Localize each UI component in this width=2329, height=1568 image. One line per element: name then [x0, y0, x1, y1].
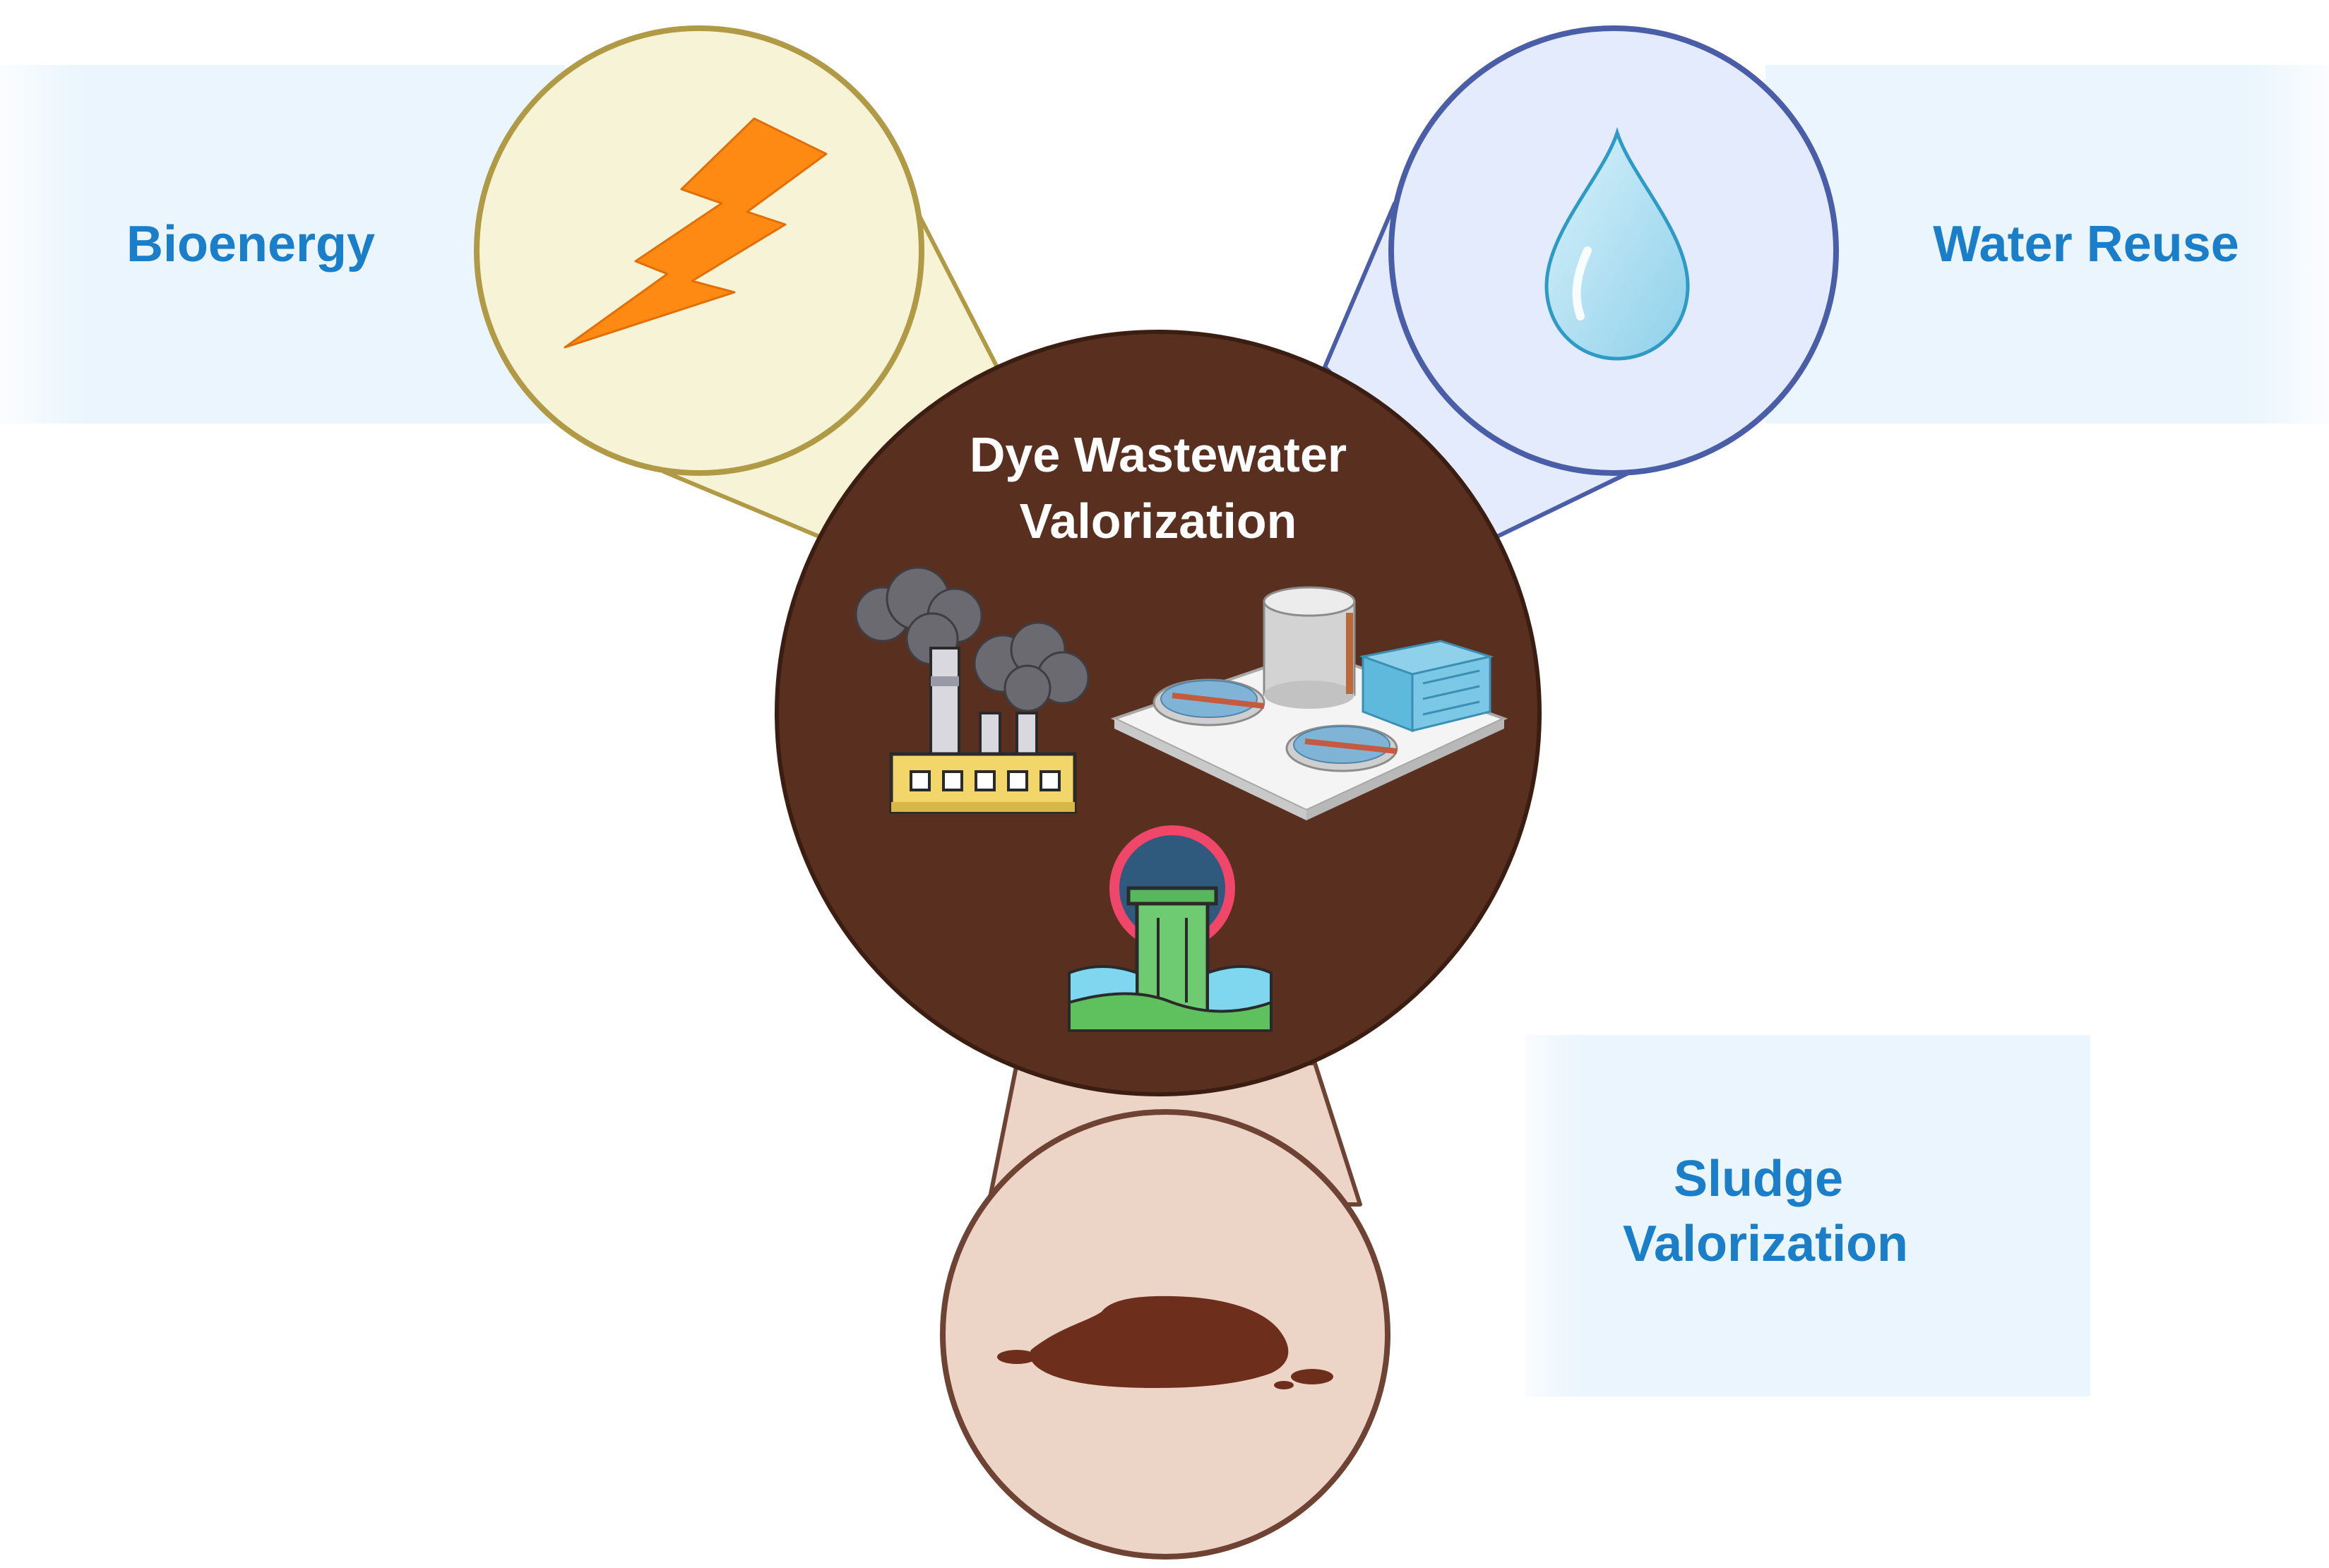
sludge-label-line1: Sludge — [1674, 1151, 1843, 1207]
sludge-puddle-icon — [997, 1295, 1333, 1389]
center-title-line2: Valorization — [1020, 493, 1297, 549]
lightning-bolt-icon — [564, 117, 828, 349]
water-drop-icon — [1544, 126, 1690, 361]
outfall-pipe-icon — [1068, 825, 1273, 1032]
bioenergy-label-band — [0, 65, 565, 424]
bioenergy-label: Bioenergy — [126, 216, 375, 273]
sludge-label-line2: Valorization — [1623, 1216, 1908, 1272]
factory-smoke-icon — [854, 566, 1090, 814]
water-reuse-label-band — [1765, 65, 2329, 424]
treatment-plant-icon — [1110, 586, 1508, 820]
center-title-line1: Dye Wastewater — [970, 427, 1347, 482]
water-reuse-label: Water Reuse — [1933, 216, 2239, 273]
sludge-label-band — [1525, 1035, 2090, 1396]
